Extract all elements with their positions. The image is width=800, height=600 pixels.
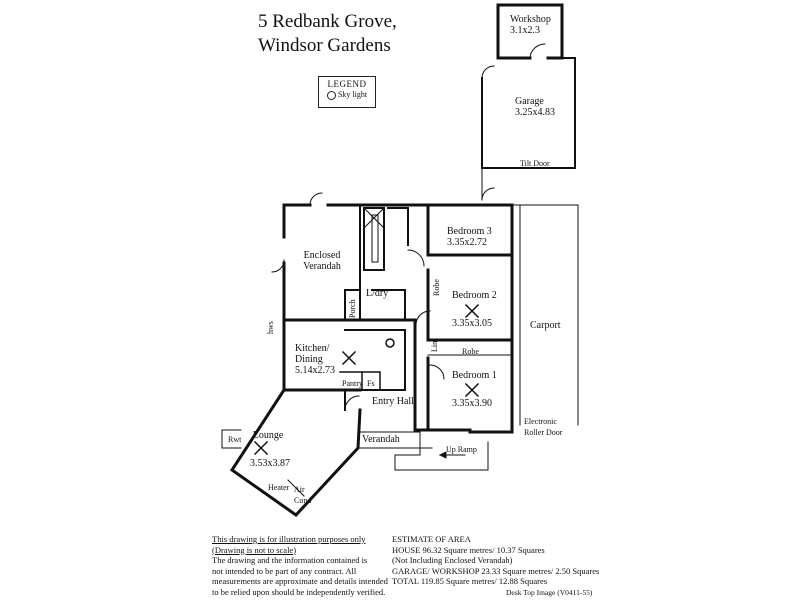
heater-label: Heater [268, 483, 290, 492]
bedroom1-dims: 3.35x3.90 [452, 398, 492, 409]
robe-b1-label: Robe [462, 347, 479, 356]
footer-reference: Desk Top Image (V0411-55) [506, 588, 593, 597]
bedroom2-dims: 3.35x3.05 [452, 318, 492, 329]
rainwater-tank-label: Rwt [228, 435, 242, 444]
bedroom2-name: Bedroom 2 [452, 290, 497, 301]
carport-label: Carport [530, 320, 561, 331]
verandah-doors [271, 192, 323, 273]
entry-hall-label: Entry Hall [372, 396, 414, 407]
porch-label: Porch [348, 299, 357, 318]
pantry-label: Pantry [342, 379, 363, 388]
bedroom1-name: Bedroom 1 [452, 370, 497, 381]
tilt-door-label: Tilt Door [520, 159, 550, 168]
up-ramp-label: Up Ramp [446, 445, 477, 454]
linen-label: Lin [430, 340, 439, 352]
garage-walls [481, 57, 576, 201]
skylight-icon [326, 90, 336, 100]
legend-box: LEGEND Sky light [318, 76, 376, 108]
disclaimer-block: This drawing is for illustration purpose… [212, 534, 388, 597]
house-outer-walls [282, 203, 514, 434]
carport-outline [511, 204, 579, 426]
ceiling-fans [253, 303, 480, 456]
lounge-walls [221, 387, 362, 517]
workshop-walls [496, 3, 564, 60]
verandah-walls [357, 431, 489, 471]
legend-skylight-label: Sky light [337, 90, 368, 99]
robe-b2-label: Robe [432, 279, 441, 296]
up-ramp-arrow [438, 451, 466, 459]
property-title: 5 Redbank Grove, Windsor Gardens [258, 11, 397, 56]
legend-skylight-row: Sky light [319, 90, 375, 100]
lounge-name: Lounge [252, 430, 284, 441]
hot-water-label: hws [266, 321, 275, 334]
ldry-label: L/dry [366, 288, 389, 299]
lounge-dims: 3.53x3.87 [250, 458, 290, 469]
legend-title: LEGEND [327, 79, 367, 89]
fridge-space-label: Fs [367, 379, 375, 388]
verandah-label: Verandah [362, 434, 400, 445]
area-estimate-block: ESTIMATE OF AREA HOUSE 96.32 Square metr… [392, 534, 600, 586]
